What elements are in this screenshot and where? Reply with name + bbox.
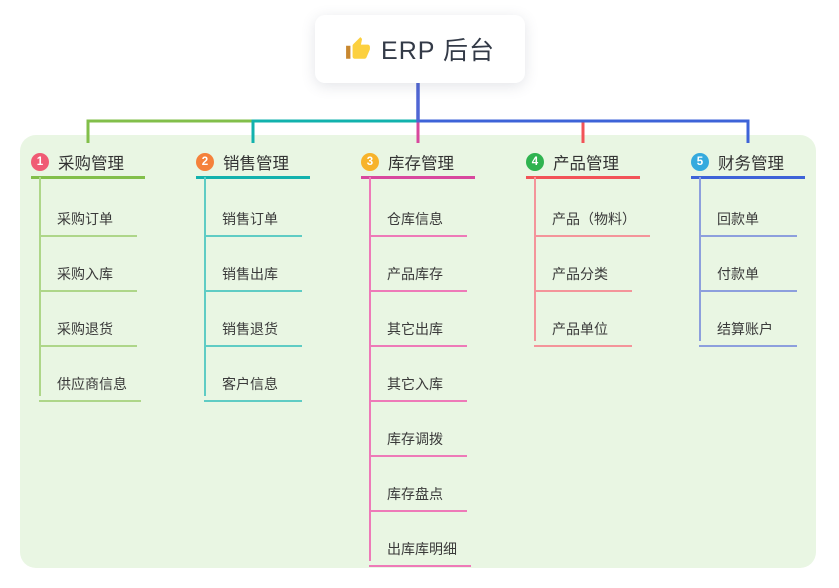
branch-title: 财务管理 <box>718 154 784 173</box>
child-node[interactable]: 销售订单 <box>204 203 302 237</box>
child-connector-line <box>369 177 371 561</box>
child-node[interactable]: 回款单 <box>699 203 797 237</box>
child-node[interactable]: 产品单位 <box>534 313 632 347</box>
child-connector-line <box>204 177 206 396</box>
child-node[interactable]: 其它入库 <box>369 368 467 402</box>
child-node[interactable]: 产品分类 <box>534 258 632 292</box>
branch-number-badge: 4 <box>526 152 544 171</box>
branch-title: 库存管理 <box>388 154 454 173</box>
child-node[interactable]: 库存调拨 <box>369 423 467 457</box>
branch-title: 产品管理 <box>553 154 619 173</box>
branch-number-badge: 3 <box>361 152 379 171</box>
branch-number-badge: 2 <box>196 152 214 171</box>
child-node[interactable]: 库存盘点 <box>369 478 467 512</box>
child-node[interactable]: 供应商信息 <box>39 368 141 402</box>
child-connector-line <box>39 177 41 396</box>
child-node[interactable]: 产品（物料） <box>534 203 650 237</box>
root-node-label: ERP 后台 <box>381 37 495 65</box>
child-node[interactable]: 出库库明细 <box>369 533 471 567</box>
branch-number-badge: 5 <box>691 152 709 171</box>
branch-node-4[interactable]: 4 产品管理 <box>526 147 640 179</box>
branch-number-badge: 1 <box>31 152 49 171</box>
child-node[interactable]: 采购入库 <box>39 258 137 292</box>
child-node[interactable]: 客户信息 <box>204 368 302 402</box>
branch-title: 销售管理 <box>223 154 289 173</box>
branch-node-5[interactable]: 5 财务管理 <box>691 147 805 179</box>
child-node[interactable]: 其它出库 <box>369 313 467 347</box>
thumbs-up-icon <box>346 37 370 59</box>
child-connector-line <box>699 177 701 341</box>
branch-node-2[interactable]: 2 销售管理 <box>196 147 310 179</box>
child-node[interactable]: 采购订单 <box>39 203 137 237</box>
branch-node-1[interactable]: 1 采购管理 <box>31 147 145 179</box>
root-node[interactable]: ERP 后台 <box>315 15 525 83</box>
child-node[interactable]: 销售出库 <box>204 258 302 292</box>
child-node[interactable]: 采购退货 <box>39 313 137 347</box>
child-node[interactable]: 付款单 <box>699 258 797 292</box>
child-connector-line <box>534 177 536 341</box>
branch-node-3[interactable]: 3 库存管理 <box>361 147 475 179</box>
child-node[interactable]: 仓库信息 <box>369 203 467 237</box>
child-node[interactable]: 结算账户 <box>699 313 797 347</box>
child-node[interactable]: 销售退货 <box>204 313 302 347</box>
branch-title: 采购管理 <box>58 154 124 173</box>
branches-background-panel <box>20 135 816 568</box>
child-node[interactable]: 产品库存 <box>369 258 467 292</box>
